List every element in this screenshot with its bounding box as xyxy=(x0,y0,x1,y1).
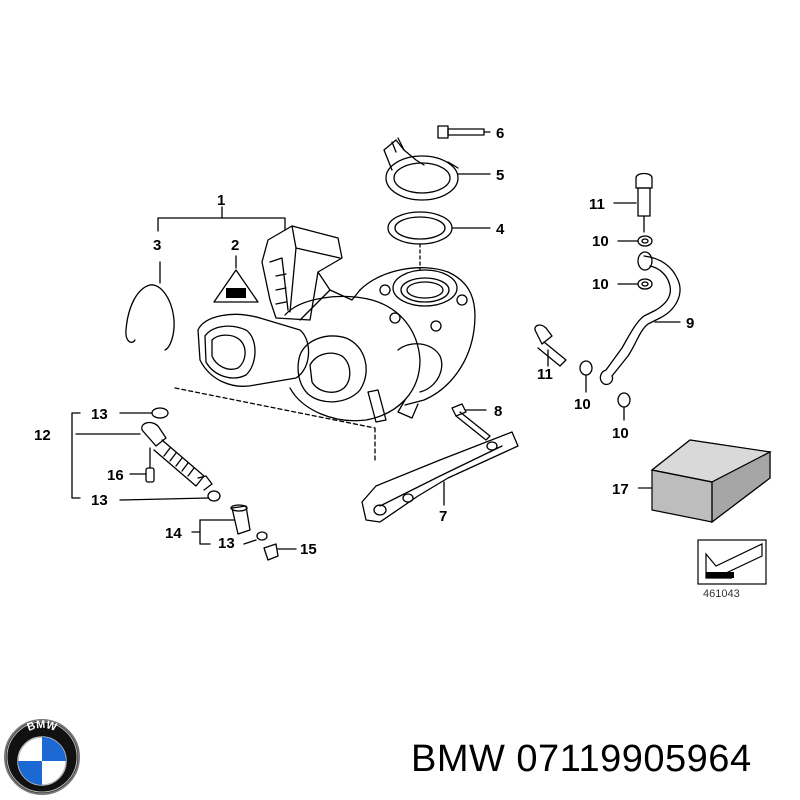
callout-11-a: 11 xyxy=(589,196,605,213)
oil-feed-12-drawing xyxy=(75,421,213,491)
cap-15-drawing xyxy=(263,543,297,561)
callout-10-c: 10 xyxy=(574,396,591,413)
fitting-14-drawing xyxy=(191,504,251,545)
repair-kit-17-drawing xyxy=(638,439,772,524)
gasket-4-drawing xyxy=(387,211,491,271)
callout-13-b: 13 xyxy=(91,492,108,509)
reference-code: 461043 xyxy=(703,588,740,600)
callout-8: 8 xyxy=(494,403,502,420)
callout-10-b: 10 xyxy=(592,276,609,293)
callout-14: 14 xyxy=(165,525,182,542)
callout-5: 5 xyxy=(496,167,504,184)
callout-10-a: 10 xyxy=(592,233,609,250)
washer-10-c-drawing xyxy=(579,360,593,393)
bmw-logo-letters: BMW xyxy=(26,719,59,734)
bracket-7-drawing xyxy=(361,431,519,523)
banjo-bolt-11-bottom-drawing xyxy=(534,324,567,367)
callout-16: 16 xyxy=(107,467,124,484)
bmw-logo: BMW xyxy=(4,719,80,795)
callout-15: 15 xyxy=(300,541,317,558)
callout-12: 12 xyxy=(34,427,51,444)
leader-1 xyxy=(157,217,286,232)
bolt-6-drawing xyxy=(437,125,491,139)
callout-9: 9 xyxy=(686,315,694,332)
callout-17: 17 xyxy=(612,481,629,498)
warning-sticker-drawing xyxy=(213,255,259,303)
bolt-16-drawing xyxy=(129,447,155,483)
callout-labels: 1 2 3 4 5 6 7 8 9 10 10 10 10 11 11 12 1… xyxy=(34,125,694,558)
spring-clip-drawing xyxy=(125,261,175,351)
o-ring-13-a-drawing xyxy=(119,407,169,419)
v-band-clamp-drawing xyxy=(383,137,491,201)
reference-plate: 461043 xyxy=(697,539,767,600)
callout-11-b: 11 xyxy=(537,366,553,383)
o-ring-13-c-drawing xyxy=(243,531,268,545)
callout-4: 4 xyxy=(496,221,505,238)
callout-13-c: 13 xyxy=(218,535,235,552)
callout-3: 3 xyxy=(153,237,161,254)
callout-2: 2 xyxy=(231,237,239,254)
o-ring-13-b-drawing xyxy=(119,490,221,502)
callout-10-d: 10 xyxy=(612,425,629,442)
banjo-bolt-11-top-drawing xyxy=(613,172,653,233)
washer-10-b-drawing xyxy=(617,278,653,290)
oil-pipe-9-drawing xyxy=(599,251,681,386)
turbocharger-drawing xyxy=(174,225,476,463)
callout-13-a: 13 xyxy=(91,406,108,423)
callout-6: 6 xyxy=(496,125,504,142)
callout-1: 1 xyxy=(217,192,225,209)
callout-7: 7 xyxy=(439,508,447,525)
washer-10-d-drawing xyxy=(617,392,631,421)
bolt-8-drawing xyxy=(451,403,491,441)
washer-10-a-drawing xyxy=(617,235,653,247)
part-number-caption: BMW 07119905964 xyxy=(411,738,752,780)
